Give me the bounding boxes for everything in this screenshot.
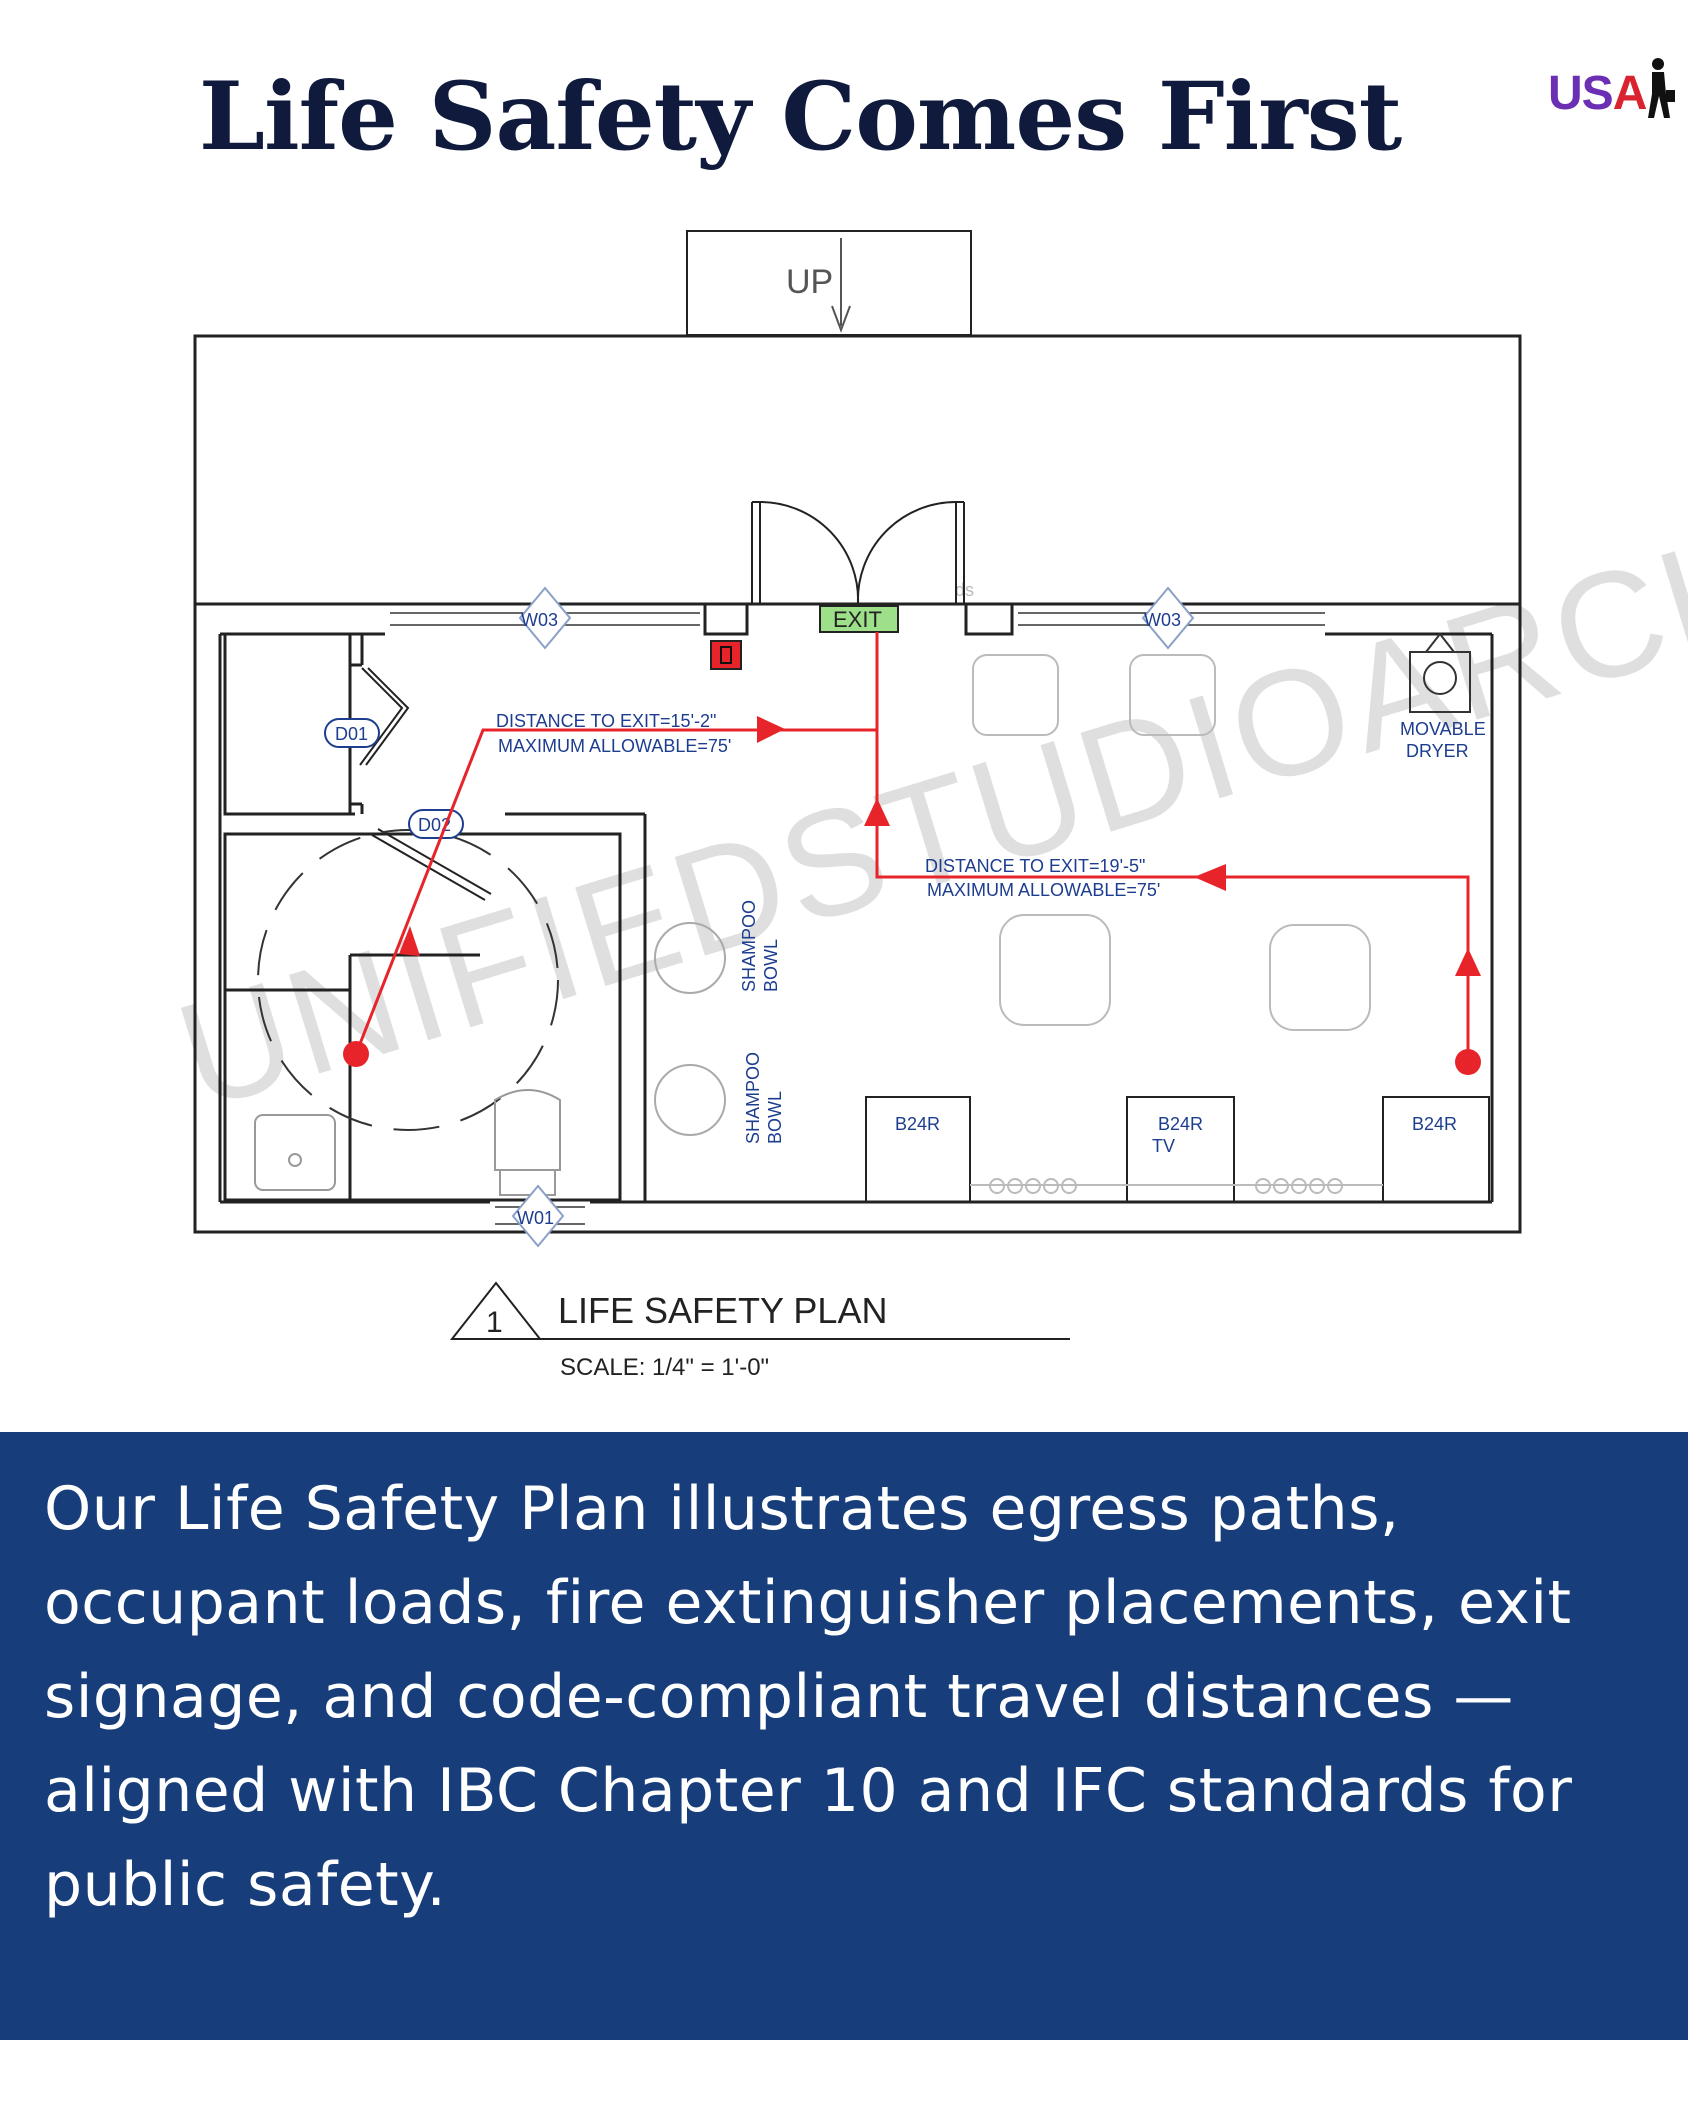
station-label-2: B24R — [1158, 1114, 1203, 1134]
person-with-bag-icon — [1648, 58, 1675, 118]
usa-logo: USA — [1530, 46, 1680, 166]
door-tag-2: D02 — [408, 809, 464, 839]
plan-title: LIFE SAFETY PLAN — [558, 1290, 887, 1331]
exit-sign-label: EXIT — [833, 607, 882, 632]
shampoo-label-2b: BOWL — [765, 1091, 785, 1144]
life-safety-floor-plan: UNIFIEDSTUDIOARCH ds UP — [160, 230, 1688, 1381]
path-2-distance: DISTANCE TO EXIT=19'-5" — [925, 856, 1145, 876]
station-accessories — [989, 1178, 1343, 1194]
page-title: Life Safety Comes First — [198, 62, 1402, 172]
shampoo-label-1a: SHAMPOO — [739, 900, 759, 992]
svg-text:D01: D01 — [335, 724, 368, 744]
exit-sign — [819, 605, 899, 633]
caption-band: Our Life Safety Plan illustrates egress … — [0, 1432, 1688, 2040]
building-outline — [193, 334, 1522, 1234]
egress-path-1 — [354, 728, 877, 1055]
egress-arrow — [864, 798, 890, 826]
svg-text:W03: W03 — [521, 610, 558, 630]
path-1-max: MAXIMUM ALLOWABLE=75' — [498, 736, 731, 756]
station-tv-label: TV — [1152, 1136, 1175, 1156]
station-label-3: B24R — [1412, 1114, 1457, 1134]
shampoo-label-2a: SHAMPOO — [743, 1052, 763, 1144]
entry-double-door — [751, 500, 965, 605]
bathroom-fixtures — [254, 1089, 561, 1196]
styling-stations — [865, 1096, 1490, 1203]
egress-arrow — [757, 716, 785, 743]
svg-text:W01: W01 — [517, 1208, 554, 1228]
plan-number: 1 — [486, 1306, 503, 1339]
plan-scale: SCALE: 1/4" = 1'-0" — [560, 1354, 769, 1381]
path-2-max: MAXIMUM ALLOWABLE=75' — [927, 880, 1160, 900]
station-label-1: B24R — [895, 1114, 940, 1134]
shampoo-label-1b: BOWL — [761, 939, 781, 992]
egress-origin-1 — [343, 1041, 369, 1067]
egress-origin-2 — [1455, 1049, 1481, 1075]
egress-arrow — [1455, 948, 1481, 976]
stair-label: UP — [786, 263, 833, 301]
dryer-label-2: DRYER — [1406, 741, 1469, 761]
window-tag-3: W01 — [511, 1184, 565, 1248]
watermark: UNIFIEDSTUDIOARCH — [160, 495, 1688, 1141]
door-tag-1: D01 — [324, 718, 380, 748]
window-tag-1: W03 — [518, 586, 572, 650]
svg-text:W03: W03 — [1144, 610, 1181, 630]
shampoo-bowls — [654, 922, 726, 1136]
path-1-distance: DISTANCE TO EXIT=15'-2" — [496, 711, 716, 731]
salon-chairs — [972, 654, 1371, 1031]
movable-dryer — [1409, 632, 1471, 713]
logo-text: USA — [1548, 67, 1647, 120]
turning-circle — [257, 829, 559, 1131]
dryer-label-1: MOVABLE — [1400, 719, 1486, 739]
fire-extinguisher-icon — [710, 640, 742, 670]
window-tag-2: W03 — [1141, 586, 1195, 650]
door-swings — [359, 667, 492, 901]
egress-arrow — [399, 926, 420, 956]
caption-text: Our Life Safety Plan illustrates egress … — [44, 1474, 1573, 1920]
egress-arrow — [1194, 864, 1226, 891]
